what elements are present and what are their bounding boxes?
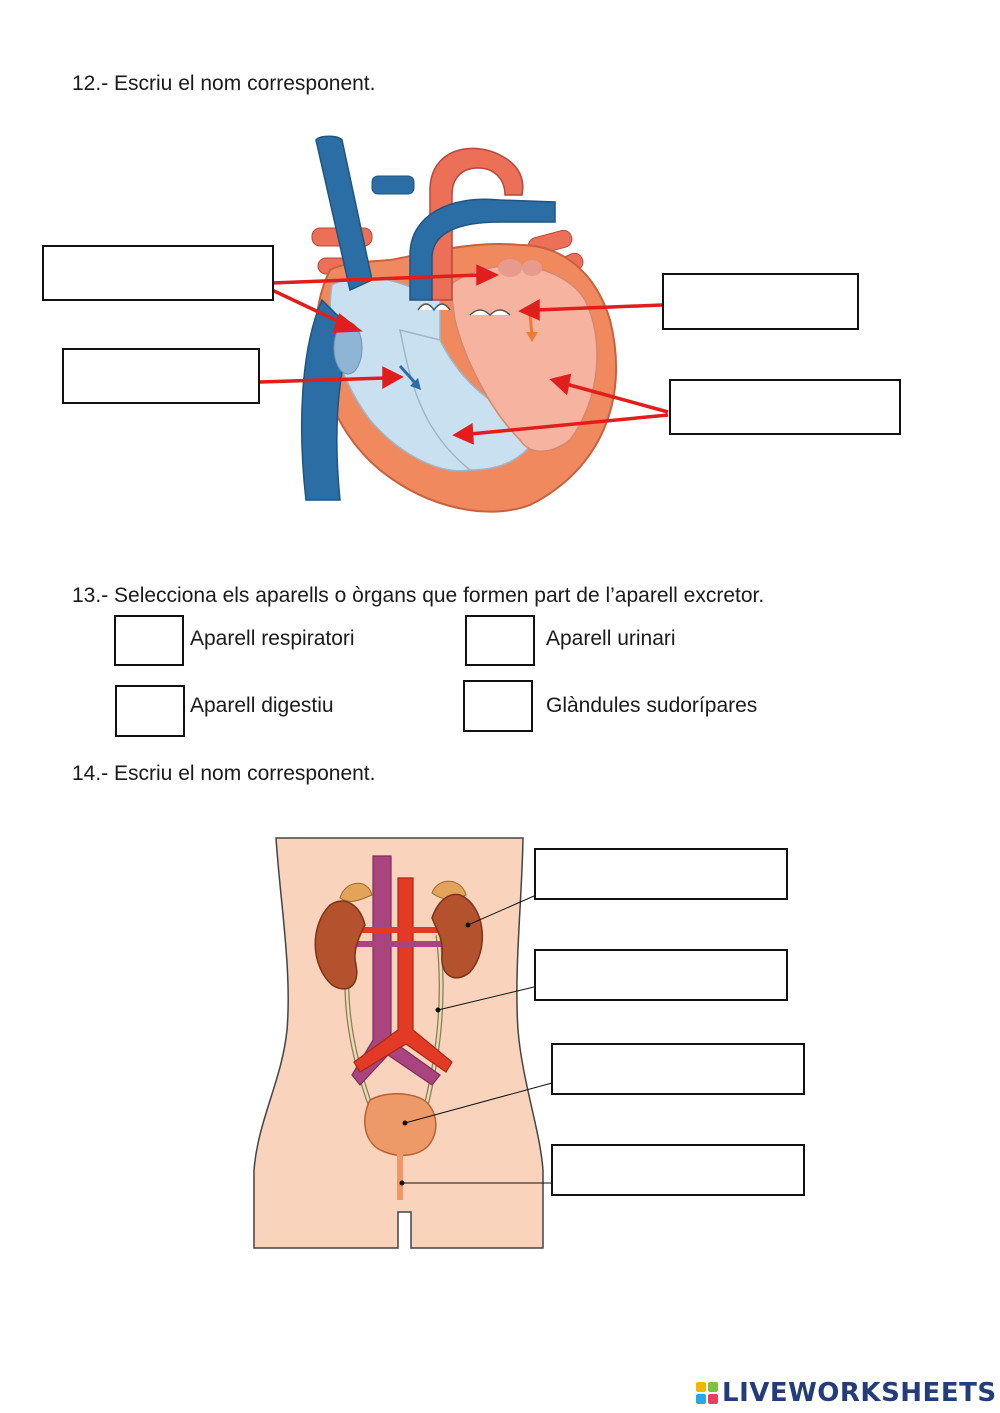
ureter-left [344, 934, 375, 1111]
ureter-right [422, 934, 444, 1111]
right-ventricle [399, 328, 541, 471]
leader-kidney [467, 895, 535, 926]
label-arrow-4b [469, 413, 669, 436]
question-13-title: 13.- Selecciona els aparells o òrgans qu… [72, 584, 765, 607]
label-arrow-3 [535, 303, 663, 312]
adrenal-right [431, 880, 467, 900]
option-label-aparell-urinari: Aparell urinari [546, 627, 676, 650]
checkbox-aparell-respiratori[interactable] [114, 615, 184, 666]
heart-diagram [259, 135, 669, 513]
urinary-label-input-1[interactable] [534, 848, 788, 900]
pulmonary-vein-opening-2 [522, 260, 542, 276]
aorta-abdominal [353, 877, 453, 1073]
blood-flow-arrow-orange [528, 314, 534, 336]
liveworksheets-mark-icon [696, 1382, 718, 1404]
label-arrow-1a [271, 273, 481, 285]
question-12-title: 12.- Escriu el nom corresponent. [72, 72, 376, 95]
brand-name: LIVEWORKSHEETS [722, 1378, 997, 1408]
option-label-aparell-digestiu: Aparell digestiu [190, 694, 334, 717]
pulmonary-artery-branch [371, 175, 415, 195]
checkbox-aparell-urinari[interactable] [465, 615, 535, 666]
label-arrow-2 [259, 376, 387, 384]
mitral-valve [469, 309, 511, 317]
pulmonary-valve [417, 303, 451, 312]
label-arrow-1b [271, 288, 345, 326]
adrenal-left [339, 882, 373, 902]
bladder [364, 1093, 437, 1157]
leader-bladder [404, 1082, 553, 1124]
superior-vena-cava [315, 135, 373, 292]
pulmonary-artery [409, 198, 556, 301]
question-14-title: 14.- Escriu el nom corresponent. [72, 762, 376, 785]
option-label-glandules-sudoripares: Glàndules sudorípares [546, 694, 758, 717]
urinary-label-input-4[interactable] [551, 1144, 805, 1196]
checkbox-glandules-sudoripares[interactable] [463, 680, 533, 732]
leader-ureter [437, 986, 535, 1011]
pulmonary-vein-opening-1 [498, 259, 522, 277]
label-arrow-4a [565, 382, 669, 414]
kidney-left [314, 900, 366, 990]
urinary-label-input-3[interactable] [551, 1043, 805, 1095]
liveworksheets-logo: LIVEWORKSHEETS [696, 1376, 997, 1410]
checkbox-aparell-digestiu[interactable] [115, 685, 185, 737]
urinary-label-input-2[interactable] [534, 949, 788, 1001]
body-silhouette [253, 837, 544, 1249]
vena-cava [351, 855, 441, 1086]
heart-label-input-1[interactable] [42, 245, 274, 301]
kidney-right [431, 893, 483, 979]
heart-label-input-3[interactable] [662, 273, 859, 330]
option-label-aparell-respiratori: Aparell respiratori [190, 627, 355, 650]
heart-label-input-4[interactable] [669, 379, 901, 435]
heart-label-input-2[interactable] [62, 348, 260, 404]
